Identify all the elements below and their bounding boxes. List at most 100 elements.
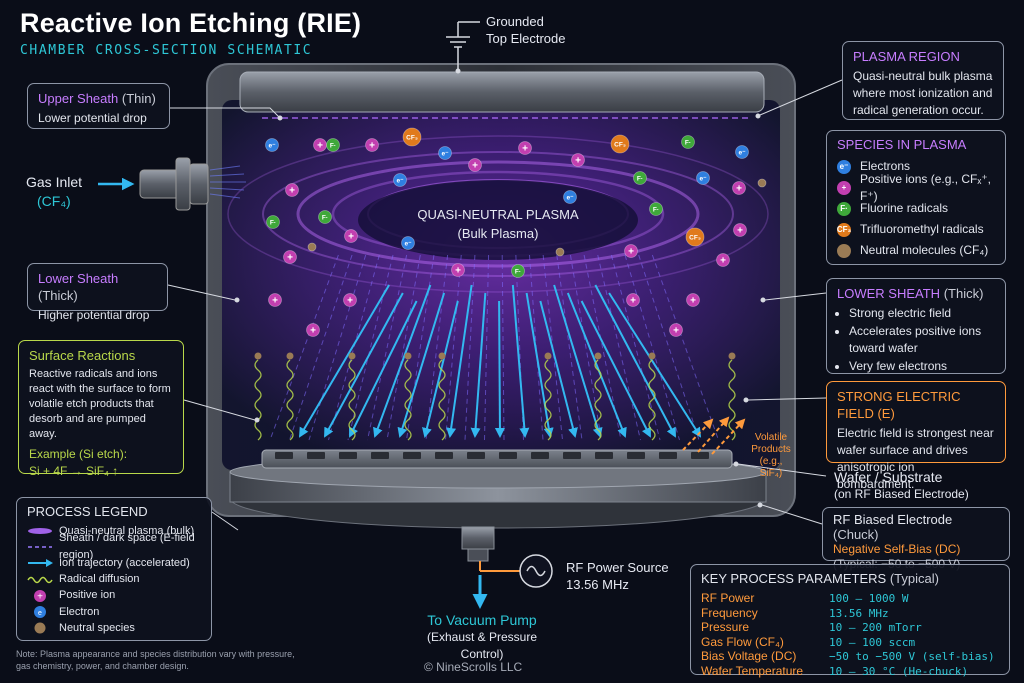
wafer-trench [659,452,677,459]
neutral-particle [544,352,552,360]
parameter-row: Gas Flow (CF₄) 10 – 100 sccm [701,634,999,649]
wafer-trench [563,452,581,459]
positive-ion-particle-label: + [736,184,742,195]
electron-particle-label: e⁻ [441,151,449,158]
ion-trajectory-arrow [494,300,505,438]
rf-electrode-box: RF Biased Electrode (Chuck) Negative Sel… [822,507,1010,571]
species-label: Trifluoromethyl radicals [860,222,984,236]
positive-ion-particle [518,141,532,155]
ion-trajectory-arrow [324,292,404,438]
ion-trajectory-arrow [446,284,473,438]
radical-diffusion-path [728,359,736,441]
lower-sheath-box: Lower Sheath (Thick) Higher potential dr… [27,263,168,322]
fluorine-radical-particle [266,215,280,229]
positive-ion-particle [716,253,730,267]
fluorine-radical-particle [511,264,525,278]
radical-diffusion-path [254,359,262,441]
ion-trajectory-arrow [373,284,432,438]
lower-sheath-bullet: Very few electrons [849,358,995,375]
wafer-trench [403,452,421,459]
legend-label: Ion trajectory (accelerated) [59,556,190,569]
posion-legend-icon: + [27,589,53,603]
electron-particle-label: e⁻ [396,178,404,185]
radical-diffusion-path [438,359,446,441]
legend-label: Radical diffusion [59,573,140,586]
ion-trajectory-arrow [539,300,578,438]
species-icon: + [837,180,851,195]
legend-label: Sheath / dark space (E-field region) [59,532,195,562]
electron-particle [393,173,407,187]
positive-ion-particle-label: + [455,266,461,277]
species-icon [837,243,851,258]
positive-ion-particle-label: + [737,226,743,237]
radical-diffusion-path [286,359,294,441]
parameter-name: Pressure [701,620,750,634]
plasma-center-label: QUASI-NEUTRAL PLASMA (Bulk Plasma) [417,207,579,241]
neutral-particle [348,352,356,360]
fluorine-radical-particle [681,135,695,149]
plasma-region-box: PLASMA REGION Quasi-neutral bulk plasma … [842,41,1004,120]
fluorine-radical-particle-label: F· [330,143,336,150]
fluorine-radical-particle [326,138,340,152]
sheath-legend-icon [27,544,53,550]
wafer-trench [307,452,325,459]
plasma-legend-icon [27,526,53,536]
parameter-value: −50 to −500 V (self-bias) [829,650,995,663]
neutral-particle [404,352,412,360]
rf-source-label: RF Power Source 13.56 MHz [566,560,669,592]
ion-trajectory-arrow [608,292,702,438]
positive-ion-particle [571,153,585,167]
cf3-radical-particle-label: CF₃ [689,235,701,242]
positive-ion-particle [669,323,683,337]
lower-sheath-bullet: Accelerates positive ions toward wafer [849,323,995,357]
parameter-row: Bias Voltage (DC)−50 to −500 V (self-bia… [701,648,999,663]
fluorine-radical-particle-label: F· [685,140,691,147]
radical-diffusion-path [348,359,356,441]
parameter-value: 10 – 100 sccm [829,635,916,649]
positive-ion-particle [306,323,320,337]
legend-item-neutral: Neutral species [27,620,201,636]
parameter-value: 10 – 200 mTorr [829,621,922,634]
fluorine-radical-particle-label: F· [637,176,643,183]
wafer-label: Wafer / Substrate (on RF Biased Electrod… [834,469,969,501]
lower-sheath-info-box: LOWER SHEATH (Thick) Strong electric fie… [826,278,1006,374]
positive-ion-particle-label: + [348,232,354,243]
parameter-value: 13.56 MHz [829,606,889,620]
positive-ion-particle-label: + [628,247,634,258]
lower-sheath-bullet: Strong electric field [849,305,995,322]
process-legend-box: PROCESS LEGEND Quasi-neutral plasma (bul… [16,497,212,641]
ground-symbol [446,21,480,72]
electron-particle [735,145,749,159]
positive-ion-particle-label: + [272,296,278,307]
gas-inlet-nozzle [139,157,246,211]
parameter-name: RF Power [701,591,755,605]
species-label: Positive ions (e.g., CFₓ⁺, F⁺) [860,171,991,203]
parameter-name: Gas Flow (CF₄) [701,634,784,649]
cf3-radical-particle [610,134,630,154]
electron-particle [438,146,452,160]
footnote: Note: Plasma appearance and species dist… [16,649,295,671]
positive-ion-particle-label: + [289,186,295,197]
legend-label: Quasi-neutral plasma (bulk) [59,524,195,537]
ion-trajectory-arrow [349,300,418,438]
upper-sheath-box: Upper Sheath (Thin) Lower potential drop [27,83,170,129]
neutral-particle [254,352,262,360]
species-item: F·Fluorine radicals [837,198,995,219]
volatile-products-label: Volatile Products (e.g., SiF₄) [751,432,791,479]
radical-diffusion-path [404,359,412,441]
neutral-legend-icon [27,621,53,635]
grounded-electrode-label: Grounded Top Electrode [486,14,566,46]
ion-trajectory-arrow [580,300,651,438]
electron-legend-icon: e [27,605,53,619]
positive-ion-particle-label: + [317,141,323,152]
positive-ion-particle-label: + [369,141,375,152]
parameter-value: 100 – 1000 W [829,592,909,605]
ion-trajectory-arrow [511,284,530,438]
positive-ion-particle-label: + [522,144,528,155]
electron-particle [265,138,279,152]
wafer-trenches [275,452,709,459]
cf3-radical-particle-label: CF₃ [406,135,418,142]
wafer-trench [467,452,485,459]
